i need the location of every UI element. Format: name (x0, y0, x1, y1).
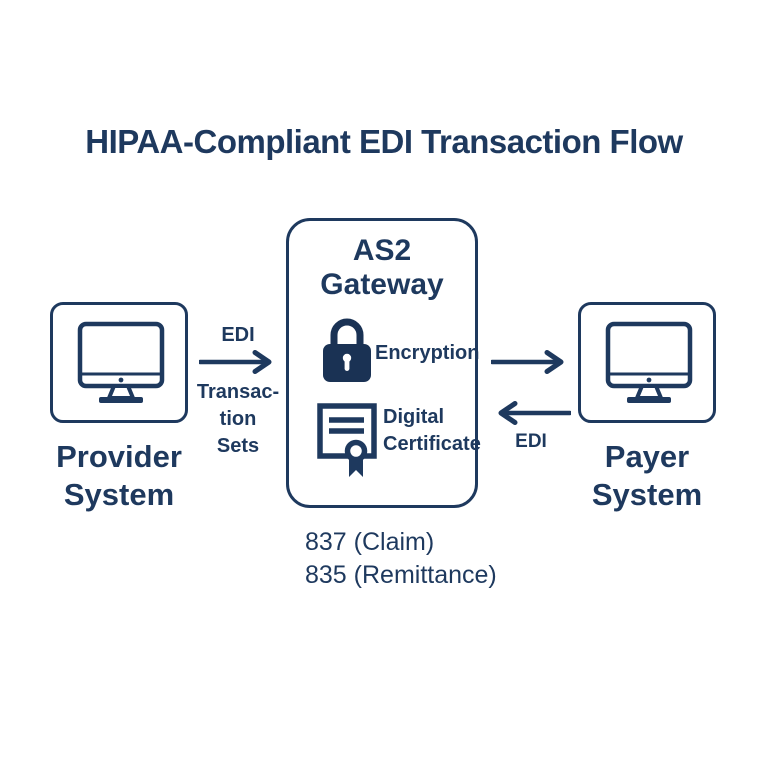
as2-gateway-node: AS2 Gateway Encryption Digital Certif (286, 218, 481, 508)
page-title: HIPAA-Compliant EDI Transaction Flow (85, 123, 683, 160)
provider-system-node (50, 302, 188, 423)
arrow-payer-to-gateway (498, 401, 571, 425)
certificate-icon (317, 403, 379, 484)
payer-label-line2: System (591, 477, 703, 512)
transaction-835: 835 (Remittance) (305, 561, 497, 589)
cert-label-line2: Certificate (383, 433, 481, 455)
monitor-icon (604, 320, 694, 411)
digital-certificate-label: Digital Certificate (383, 404, 481, 458)
monitor-icon (76, 320, 166, 411)
gateway-title: AS2 Gateway (289, 234, 475, 302)
provider-label-line2: System (63, 477, 175, 512)
provider-label-line1: Provider (56, 439, 182, 474)
payer-label-line1: Payer (604, 439, 690, 474)
arrow-provider-to-gateway (199, 350, 272, 374)
provider-system-label: Provider System (9, 438, 229, 514)
encryption-label: Encryption (375, 342, 480, 364)
transaction-sets-label: Transac- tion Sets (184, 379, 292, 460)
payer-system-label: Payer System (537, 438, 757, 514)
cert-label-line1: Digital (383, 406, 445, 428)
transac-line1: Transac- (196, 381, 280, 403)
transaction-list: 837 (Claim) 835 (Remittance) (305, 526, 497, 592)
gateway-title-line1: AS2 (352, 234, 412, 267)
transac-line3: Sets (216, 435, 260, 457)
gateway-title-line2: Gateway (320, 268, 444, 301)
transac-line2: tion (219, 408, 257, 430)
lock-icon (322, 316, 372, 389)
edi-label-left: EDI (221, 324, 255, 346)
edi-label-right: EDI (515, 431, 547, 452)
payer-system-node (578, 302, 716, 423)
arrow-gateway-to-payer (491, 350, 564, 374)
transaction-837: 837 (Claim) (305, 528, 435, 556)
